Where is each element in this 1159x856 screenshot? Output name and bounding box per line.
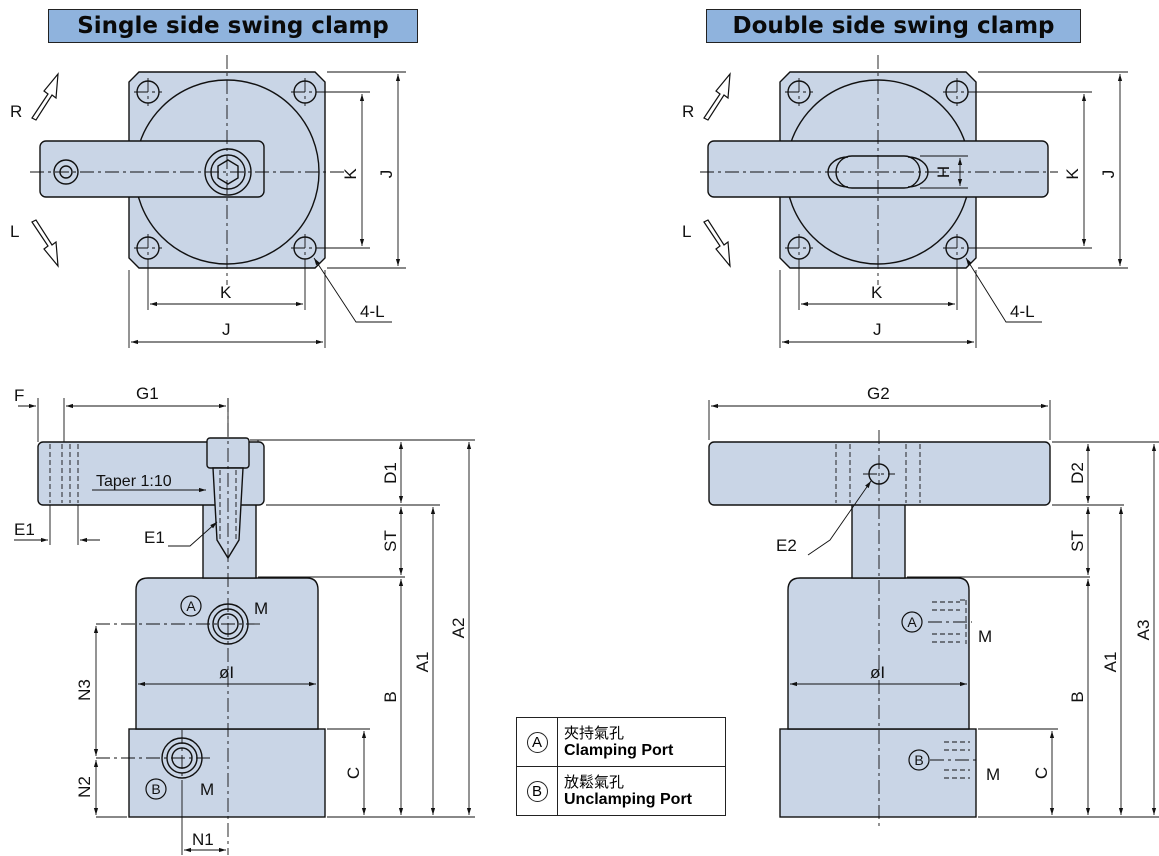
double-port-a-letter: A xyxy=(907,614,917,630)
double-port-b-letter: B xyxy=(914,752,923,768)
single-st-label: ST xyxy=(381,530,400,552)
double-clamp-title: Double side swing clamp xyxy=(706,9,1081,43)
single-port-thread-a: M xyxy=(254,599,268,618)
legend-row-unclamping: B 放鬆氣孔 Unclamping Port xyxy=(517,766,725,815)
single-l-label: L xyxy=(10,222,19,241)
single-d1-label: D1 xyxy=(381,462,400,484)
single-front-centerlines xyxy=(96,398,260,855)
arrow-left-icon xyxy=(31,219,59,268)
double-top-dimensions xyxy=(779,71,1128,348)
single-port-a-symbol xyxy=(180,595,202,617)
double-front-dimensions xyxy=(708,400,1159,818)
legend-en-unclamping: Unclamping Port xyxy=(564,791,693,808)
single-e1-left-label: E1 xyxy=(14,520,35,539)
double-b-label: B xyxy=(1068,691,1087,702)
double-g2-label: G2 xyxy=(867,384,890,403)
double-front-view xyxy=(708,441,1051,818)
single-b-label: B xyxy=(381,691,400,702)
single-top-j-vert: J xyxy=(377,170,396,179)
double-top-k-horiz: K xyxy=(871,283,883,302)
double-rotation-arrows xyxy=(703,72,731,268)
single-g1-label: G1 xyxy=(136,384,159,403)
double-r-label: R xyxy=(682,102,694,121)
double-c-label: C xyxy=(1032,767,1051,779)
single-port-a-letter: A xyxy=(186,598,196,614)
single-taper-label: Taper 1:10 xyxy=(96,473,172,490)
double-top-centerlines xyxy=(700,55,1058,285)
double-front-centerlines xyxy=(863,430,976,830)
single-a1-label: A1 xyxy=(413,652,432,673)
single-top-k-vert: K xyxy=(341,168,360,180)
single-n1-label: N1 xyxy=(192,830,214,849)
arrow-right-icon xyxy=(703,72,731,121)
single-port-b-symbol xyxy=(145,778,167,800)
single-rotation-arrows xyxy=(31,72,59,268)
single-port-b-letter: B xyxy=(151,781,160,797)
double-port-b-symbol xyxy=(908,749,930,771)
legend-en-clamping: Clamping Port xyxy=(564,742,674,759)
single-top-centerlines xyxy=(30,55,345,285)
double-top-j-horiz: J xyxy=(873,320,882,339)
single-n3-label: N3 xyxy=(75,679,94,701)
double-a1-label: A1 xyxy=(1101,652,1120,673)
double-top-k-vert: K xyxy=(1063,168,1082,180)
double-e2-label: E2 xyxy=(776,536,797,555)
single-e1-right-label: E1 xyxy=(144,528,165,547)
double-top-h-vert: H xyxy=(934,166,953,178)
single-r-label: R xyxy=(10,102,22,121)
double-l-label: L xyxy=(682,222,691,241)
single-n2-label: N2 xyxy=(75,776,94,798)
single-c-label: C xyxy=(344,767,363,779)
single-front-dimensions xyxy=(14,398,475,855)
single-mount-holes-label: 4-L xyxy=(360,302,385,321)
double-port-a-symbol xyxy=(901,611,923,633)
double-mount-holes-label: 4-L xyxy=(1010,302,1035,321)
arrow-right-icon xyxy=(31,72,59,121)
legend-symbol-a: A xyxy=(526,731,548,753)
double-st-label: ST xyxy=(1068,530,1087,552)
single-f-label: F xyxy=(14,386,24,405)
single-front-hidden-lines xyxy=(49,444,237,540)
single-front-view xyxy=(37,437,326,818)
port-legend: A 夾持氣孔 Clamping Port B 放鬆氣孔 Unclamping P… xyxy=(516,717,726,816)
double-a3-label: A3 xyxy=(1134,620,1153,641)
single-top-dimensions xyxy=(128,71,406,348)
single-a2-label: A2 xyxy=(449,618,468,639)
legend-symbol-b: B xyxy=(526,780,548,802)
single-port-thread-b: M xyxy=(200,780,214,799)
single-clamp-title: Single side swing clamp xyxy=(48,9,418,43)
single-top-j-horiz: J xyxy=(222,320,231,339)
legend-row-clamping: A 夾持氣孔 Clamping Port xyxy=(517,718,725,766)
single-top-k-horiz: K xyxy=(220,283,232,302)
double-front-hidden-lines xyxy=(835,444,970,779)
double-phi-i-label: øI xyxy=(870,663,885,682)
arrow-left-icon xyxy=(703,219,731,268)
single-phi-i-label: øI xyxy=(219,663,234,682)
double-d2-label: D2 xyxy=(1068,462,1087,484)
legend-zh-clamping: 夾持氣孔 xyxy=(564,724,625,742)
legend-zh-unclamping: 放鬆氣孔 xyxy=(564,773,625,791)
double-top-j-vert: J xyxy=(1099,170,1118,179)
double-port-thread-b: M xyxy=(986,765,1000,784)
double-port-thread-a: M xyxy=(978,627,992,646)
single-top-view xyxy=(39,71,326,269)
